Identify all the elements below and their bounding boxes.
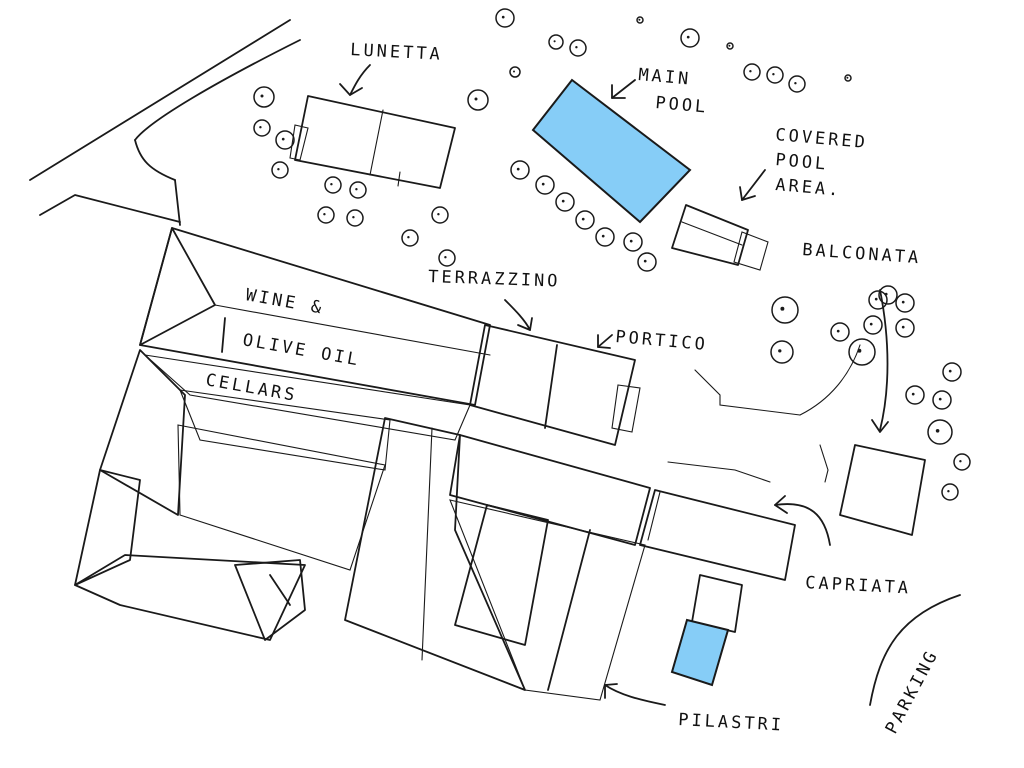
tree-canopy-icon [349, 181, 367, 199]
tree-canopy-icon [569, 39, 587, 57]
tree-canopy-icon [438, 249, 456, 267]
label-balconata: BALCONATA [802, 240, 922, 268]
label-pilastri: PILASTRI [678, 710, 785, 736]
tree-canopy-icon [878, 285, 898, 305]
main-pool[interactable] [531, 78, 692, 224]
leader-arrow-icon [739, 169, 766, 201]
tree-canopy-icon [555, 192, 575, 212]
leader-arrow-icon [871, 289, 889, 433]
tree-canopy-icon [401, 229, 419, 247]
lunetta-building[interactable] [289, 95, 456, 189]
tree-canopy-icon [495, 8, 515, 28]
tree-canopy-icon [509, 66, 521, 78]
central-courtyard-building[interactable] [344, 417, 651, 701]
tree-canopy-icon [575, 210, 595, 230]
tree-canopy-icon [895, 293, 915, 313]
tree-canopy-icon [771, 296, 799, 324]
tree-canopy-icon [868, 290, 888, 310]
pilastri-structure[interactable] [670, 574, 743, 687]
tree-canopy-icon [863, 315, 883, 335]
tree-canopy-icon [548, 34, 564, 50]
tree-canopy-icon [830, 322, 850, 342]
tree-canopy-icon [324, 176, 342, 194]
tree-canopy-icon [770, 340, 794, 364]
leader-arrow-icon [611, 79, 636, 99]
leader-arrows [339, 64, 889, 706]
label-main-pool-line1: MAIN [638, 65, 692, 90]
balconata-building[interactable] [839, 444, 926, 536]
leader-arrow-icon [604, 683, 666, 706]
label-portico: PORTICO [615, 327, 709, 355]
label-main-pool-line2: POOL [655, 93, 709, 118]
tree-canopy-icon [467, 89, 489, 111]
tree-canopy-icon [637, 252, 657, 272]
tree-canopy-icon [253, 119, 271, 137]
tree-canopy-icon [535, 175, 555, 195]
trees [253, 8, 971, 501]
leader-arrow-icon [504, 299, 533, 331]
label-covered-pool-line1: COVERED [775, 125, 869, 153]
label-parking: PARKING [882, 646, 943, 737]
tree-canopy-icon [953, 453, 971, 471]
tree-canopy-icon [623, 232, 643, 252]
tree-canopy-icon [941, 483, 959, 501]
tree-canopy-icon [905, 385, 925, 405]
tree-canopy-icon [942, 362, 962, 382]
road-lines [29, 19, 961, 706]
tree-canopy-icon [726, 42, 734, 50]
leader-arrow-icon [339, 64, 371, 96]
label-covered-pool-line3: AREA. [775, 175, 843, 201]
label-covered-pool-line2: POOL [775, 150, 829, 175]
tree-canopy-icon [317, 206, 335, 224]
tree-canopy-icon [346, 209, 364, 227]
label-lunetta: LUNETTA [350, 40, 444, 65]
terrazzino-building[interactable] [469, 324, 641, 446]
capriata-building[interactable] [639, 489, 796, 581]
tree-canopy-icon [431, 206, 449, 224]
tree-canopy-icon [844, 74, 852, 82]
tree-canopy-icon [271, 161, 289, 179]
cellars-building[interactable] [74, 227, 491, 641]
tree-canopy-icon [253, 86, 275, 108]
label-cellars-line1: WINE & [244, 285, 326, 318]
tree-canopy-icon [275, 130, 295, 150]
tree-canopy-icon [927, 419, 953, 445]
tree-canopy-icon [680, 28, 700, 48]
tree-canopy-icon [636, 16, 644, 24]
tree-canopy-icon [510, 160, 530, 180]
tree-canopy-icon [932, 390, 952, 410]
tree-canopy-icon [788, 75, 806, 93]
tree-canopy-icon [743, 63, 761, 81]
label-terrazzino: TERRAZZINO [428, 267, 561, 292]
covered-pool-area[interactable] [671, 204, 769, 271]
tree-canopy-icon [848, 338, 876, 366]
leader-arrow-icon [774, 495, 831, 546]
leader-arrow-icon [597, 334, 613, 349]
tree-canopy-icon [595, 227, 615, 247]
label-capriata: CAPRIATA [805, 573, 912, 599]
tree-canopy-icon [895, 318, 915, 338]
label-cellars-line2: OLIVE OIL [241, 330, 362, 370]
tree-canopy-icon [766, 66, 784, 84]
